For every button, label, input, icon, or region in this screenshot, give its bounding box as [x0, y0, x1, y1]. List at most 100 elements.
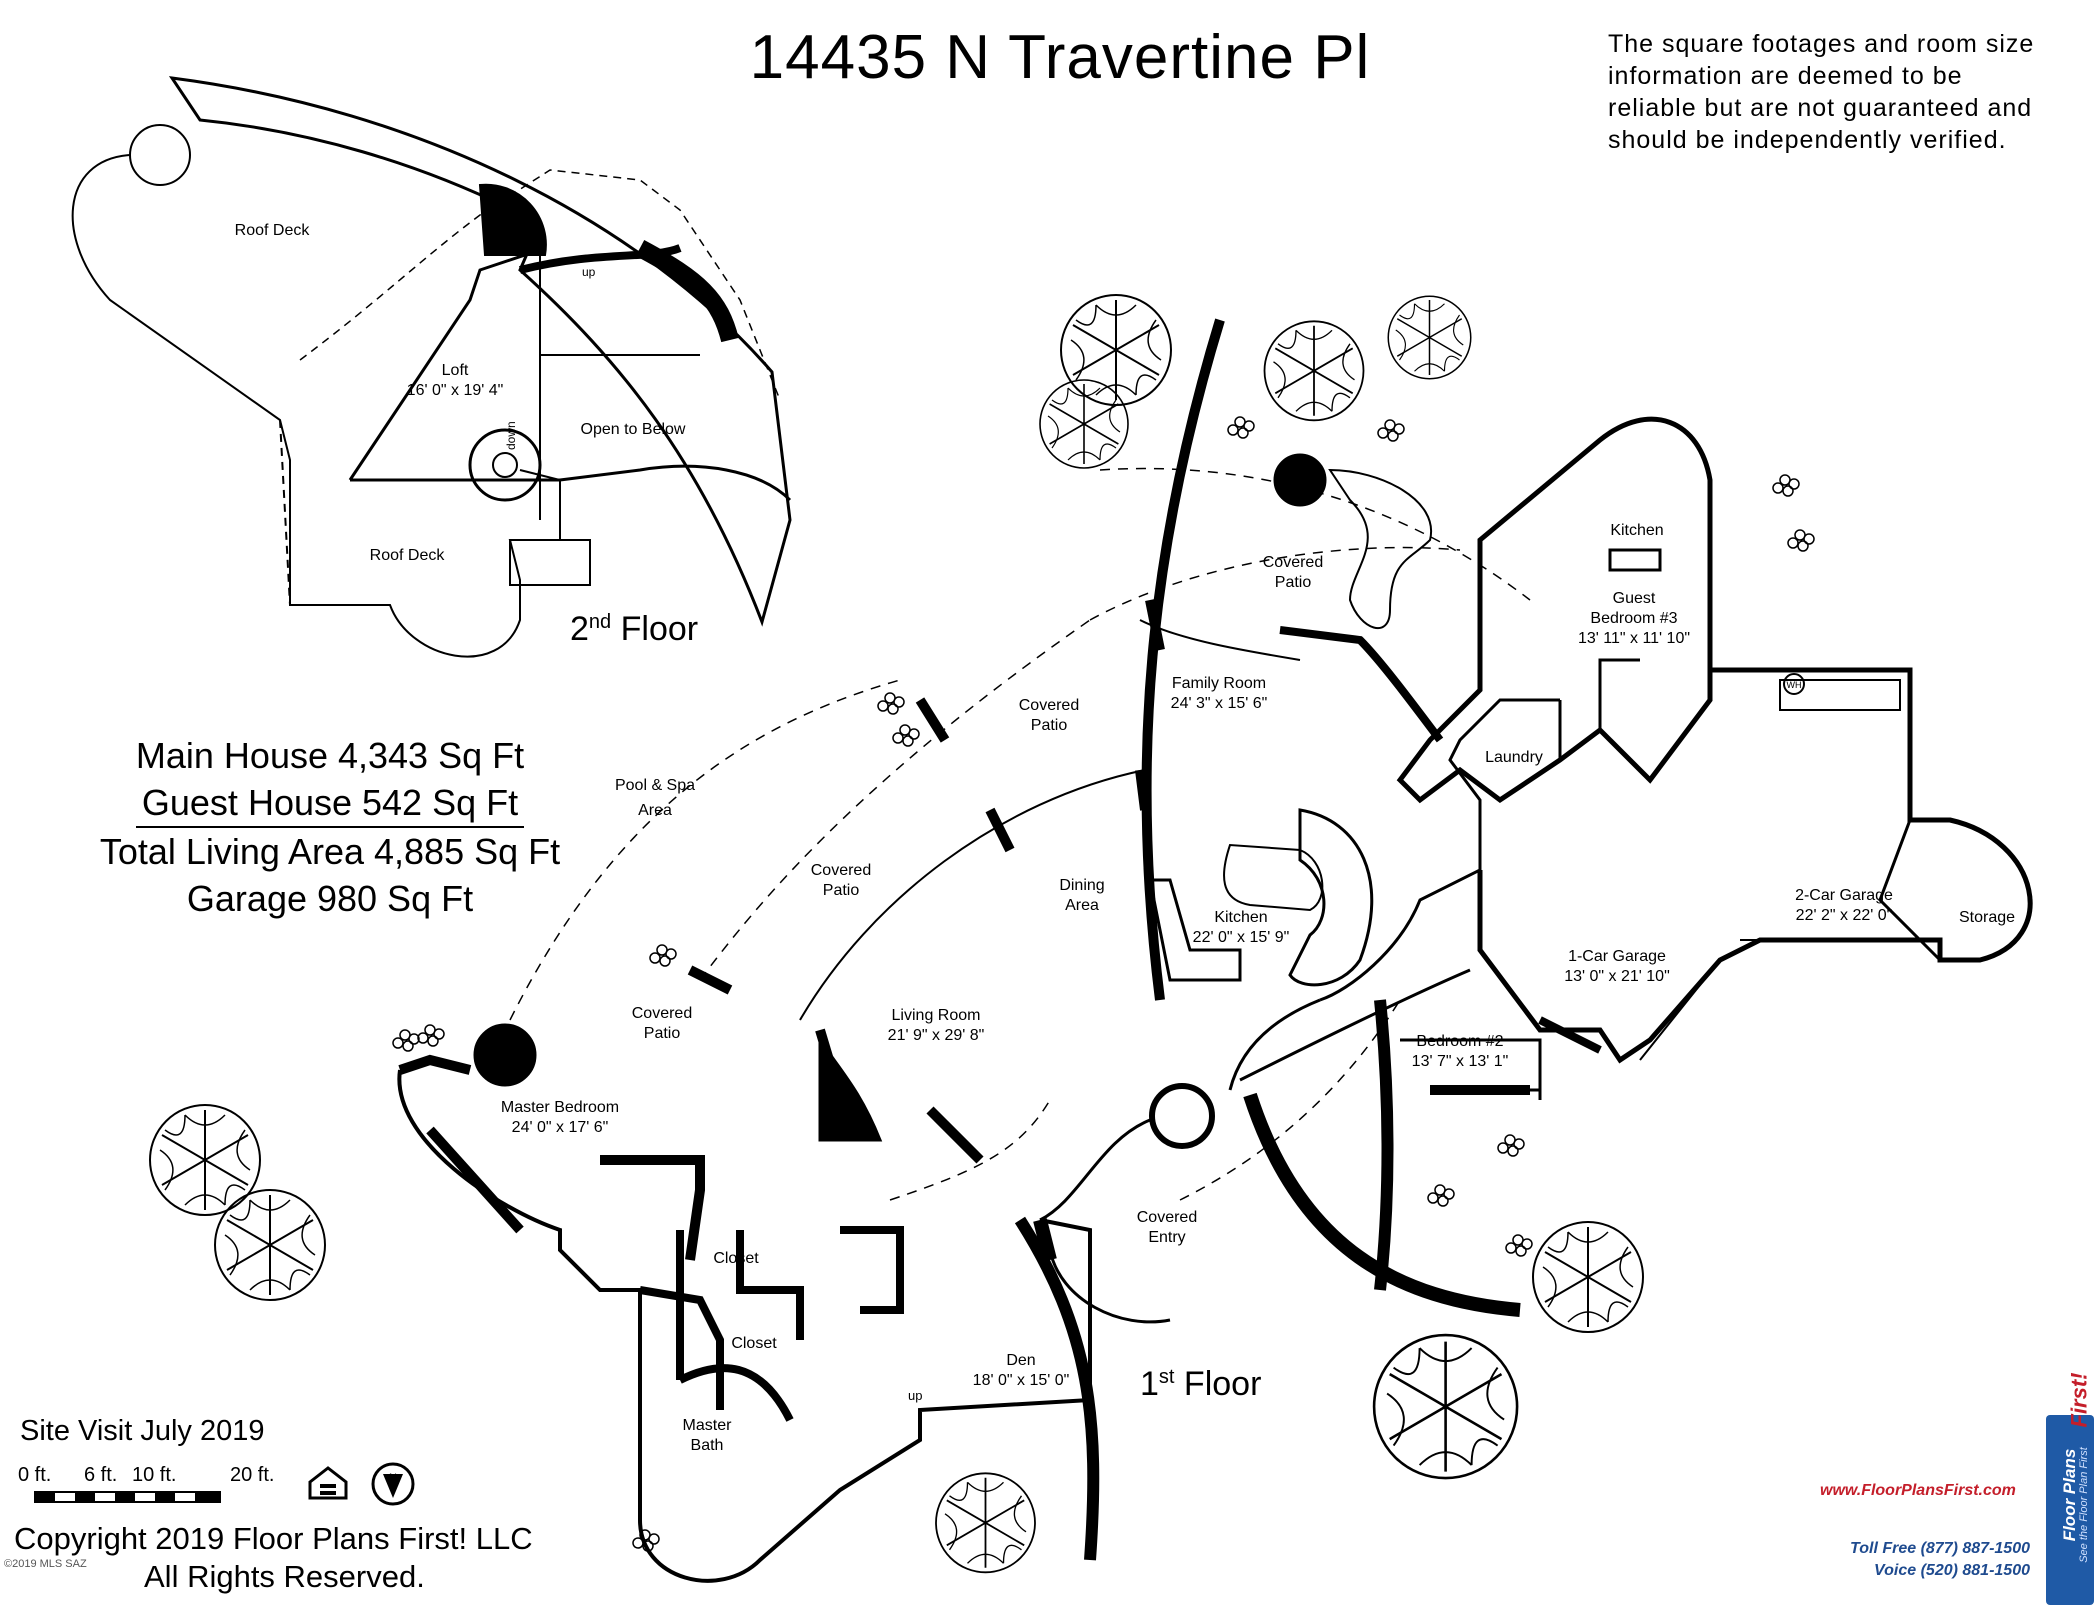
shrub-icon: [877, 692, 905, 715]
scale-label: 20 ft.: [230, 1464, 275, 1486]
den-label: Den: [1006, 1352, 1035, 1369]
voice-phone: Voice (520) 881-1500: [1874, 1562, 2030, 1579]
copyright-line: All Rights Reserved.: [144, 1559, 425, 1594]
floor-number: 1: [1140, 1365, 1159, 1403]
pool-spa-label: Pool & Spa: [615, 777, 695, 794]
shrub-icon: [1227, 416, 1255, 439]
brand-url[interactable]: www.FloorPlansFirst.com: [1820, 1482, 2016, 1499]
covered-patio-label: Patio: [823, 882, 860, 899]
second-floor-label: 2nd Floor: [570, 610, 698, 648]
guest-house-area: Guest House 542 Sq Ft: [135, 779, 525, 828]
two-car-garage-label: 2-Car Garage: [1795, 887, 1893, 904]
scale-bar: [34, 1491, 221, 1503]
scale-label: 6 ft.: [84, 1464, 118, 1486]
loft-label: Loft: [442, 362, 469, 379]
shrub-icon: [417, 1024, 445, 1047]
page-title: 14435 N Travertine Pl: [749, 23, 1371, 92]
north-arrow-icon: N: [371, 1462, 415, 1506]
tree-icon: [1263, 320, 1365, 422]
one-car-garage-label: 1-Car Garage: [1568, 948, 1666, 965]
shrub-icon: [892, 724, 920, 747]
contact-info: Toll Free (877) 887-1500 Voice (520) 881…: [1790, 1538, 2030, 1582]
covered-entry-label: Entry: [1148, 1229, 1185, 1246]
disclaimer-line: reliable but are not guaranteed and: [1608, 94, 2033, 122]
spiral-feature: [129, 124, 191, 186]
stairs-up-label: up: [908, 1388, 922, 1403]
floor-word: Floor: [1174, 1365, 1261, 1403]
disclaimer-line: The square footages and room size: [1608, 30, 2035, 58]
disclaimer: The square footages and room size inform…: [1608, 28, 2048, 156]
storage-label: Storage: [1959, 909, 2015, 926]
dining-area-label: Area: [1065, 897, 1099, 914]
tree-icon: [1060, 294, 1172, 406]
bedroom-2-dimensions: 13' 7" x 13' 1": [1412, 1053, 1509, 1070]
living-room-label: Living Room: [892, 1007, 981, 1024]
covered-patio-label: Patio: [1031, 717, 1068, 734]
scale-label: 10 ft.: [132, 1464, 177, 1486]
master-bath-label: Master: [683, 1417, 733, 1434]
dining-area-label: Dining: [1059, 877, 1104, 894]
covered-patio-label: Patio: [1275, 574, 1312, 591]
pool-spa-label: Area: [638, 802, 672, 819]
closet-label: Closet: [731, 1335, 777, 1352]
area-summary: Main House 4,343 Sq Ft Guest House 542 S…: [60, 732, 600, 922]
covered-entry-label: Covered: [1137, 1209, 1197, 1226]
shrub-icon: [1427, 1184, 1455, 1207]
first-floor-labels: Pool & Spa Area Covered Patio Covered Pa…: [501, 522, 2015, 1454]
one-car-garage-dimensions: 13' 0" x 21' 10": [1564, 968, 1670, 985]
living-room-dimensions: 21' 9" x 29' 8": [888, 1027, 985, 1044]
shrub-icon: [1497, 1134, 1525, 1157]
site-visit: Site Visit July 2019: [20, 1415, 265, 1447]
tree-icon: [1039, 379, 1129, 469]
floor-word: Floor: [611, 610, 698, 648]
shrub-icon: [1377, 419, 1405, 442]
guest-bedroom-label: Bedroom #3: [1590, 610, 1677, 627]
powder-room-round: [1149, 1083, 1215, 1149]
second-floor-labels: Roof Deck Roof Deck Loft 16' 0" x 19' 4"…: [235, 222, 698, 648]
family-room-dimensions: 24' 3" x 15' 6": [1171, 695, 1268, 712]
floor-suffix: nd: [589, 611, 611, 633]
svg-text:N: N: [389, 1472, 397, 1484]
closet-label: Closet: [713, 1250, 759, 1267]
laundry-label: Laundry: [1485, 749, 1543, 766]
scale-label: 0 ft.: [18, 1464, 52, 1486]
main-house-area: Main House 4,343 Sq Ft: [135, 735, 525, 776]
tree-icon: [1387, 295, 1472, 380]
master-bath-label: Bath: [691, 1437, 724, 1454]
water-heater-label: WH: [1787, 680, 1802, 690]
copyright: Copyright 2019 Floor Plans First! LLC Al…: [14, 1520, 594, 1596]
equal-housing-icon: [308, 1466, 348, 1500]
brand-logo: Floor Plans See the Floor Plan First Fir…: [2046, 1373, 2094, 1605]
covered-patio-label: Covered: [1019, 697, 1079, 714]
guest-kitchen-label: Kitchen: [1610, 522, 1663, 539]
stairs-down-label: down: [504, 421, 518, 450]
disclaimer-line: should be independently verified.: [1608, 126, 2007, 154]
den-dimensions: 18' 0" x 15' 0": [973, 1372, 1070, 1389]
floor-number: 2: [570, 610, 589, 648]
shrub-icon: [1505, 1234, 1533, 1257]
guest-bedroom-dimensions: 13' 11" x 11' 10": [1578, 630, 1690, 647]
guest-bedroom-label: Guest: [1613, 590, 1656, 607]
toll-free: Toll Free (877) 887-1500: [1850, 1540, 2030, 1557]
tree-icon: [1532, 1221, 1644, 1333]
copyright-line: Copyright 2019 Floor Plans First! LLC: [14, 1521, 533, 1556]
corner-post: [473, 1023, 537, 1087]
stairs-up-label: up: [582, 265, 596, 279]
tree-icon: [214, 1189, 326, 1301]
shrub-icon: [649, 944, 677, 967]
shrub-icon: [1787, 529, 1815, 552]
mls-mark: ©2019 MLS SAZ: [4, 1558, 87, 1570]
covered-patio-label: Patio: [644, 1025, 681, 1042]
two-car-garage-dimensions: 22' 2" x 22' 0": [1796, 907, 1893, 924]
tree-icon: [1372, 1333, 1519, 1480]
disclaimer-line: information are deemed to be: [1608, 62, 1963, 90]
loft-dimensions: 16' 0" x 19' 4": [407, 382, 504, 399]
roof-deck-label: Roof Deck: [235, 222, 311, 239]
second-floor-plan: [71, 76, 792, 658]
kitchen-dimensions: 22' 0" x 15' 9": [1193, 929, 1290, 946]
total-living-area: Total Living Area 4,885 Sq Ft: [99, 831, 561, 872]
floor-suffix: st: [1159, 1366, 1175, 1388]
tree-icon: [935, 1472, 1036, 1574]
shrub-icon: [1772, 474, 1800, 497]
garage-area: Garage 980 Sq Ft: [186, 878, 474, 919]
